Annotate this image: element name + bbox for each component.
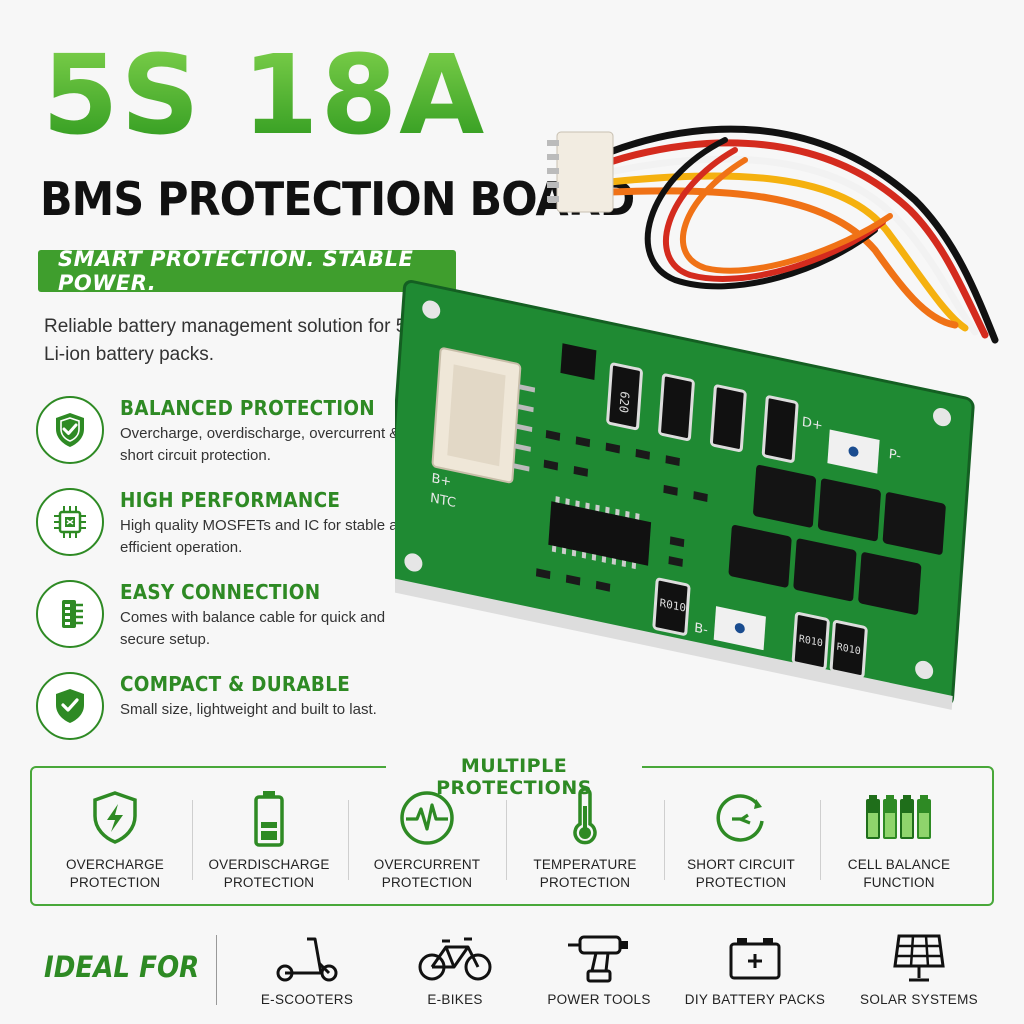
use-label: E-BIKES bbox=[427, 992, 483, 1007]
use-label: E-SCOOTERS bbox=[260, 992, 354, 1007]
shield-bolt-icon bbox=[40, 786, 190, 850]
shield-check-icon bbox=[36, 672, 104, 740]
feature-desc: High quality MOSFETs and IC for stable a… bbox=[120, 517, 415, 556]
feature-desc: Small size, lightweight and built to las… bbox=[120, 701, 377, 718]
feature-title: COMPACT & DURABLE bbox=[120, 672, 351, 696]
tagline-text: SMART PROTECTION. STABLE POWER. bbox=[58, 247, 414, 295]
divider bbox=[216, 935, 217, 1005]
shield-check-icon bbox=[36, 396, 104, 464]
resistor-label: R010 bbox=[836, 642, 861, 658]
chip-icon bbox=[36, 488, 104, 556]
battery-pack-icon bbox=[680, 930, 830, 986]
solar-panel-icon bbox=[844, 930, 994, 986]
silk-p-minus: P- bbox=[888, 447, 902, 464]
feature-compact-durable: COMPACT & DURABLE Small size, lightweigh… bbox=[36, 672, 416, 742]
ideal-for-label: IDEAL FOR bbox=[44, 950, 200, 984]
use-diy-battery-packs: DIY BATTERY PACKS bbox=[680, 930, 830, 1007]
balance-cable bbox=[606, 125, 999, 344]
use-label: POWER TOOLS bbox=[547, 992, 651, 1007]
use-e-bikes: E-BIKES bbox=[380, 930, 530, 1007]
cable-connector bbox=[547, 131, 614, 213]
use-label: SOLAR SYSTEMS bbox=[860, 992, 978, 1007]
bms-board-illustration: 620 R010 R010 R010 B+ NTC P- D+ B- bbox=[382, 110, 1024, 730]
feature-title: BALANCED PROTECTION bbox=[120, 396, 375, 420]
silk-b-minus: B- bbox=[694, 621, 709, 639]
connector-icon bbox=[36, 580, 104, 648]
use-power-tools: POWER TOOLS bbox=[524, 930, 674, 1007]
silk-ntc: NTC bbox=[430, 491, 457, 511]
intro-text: Reliable battery management solution for… bbox=[44, 316, 419, 365]
resistor-label: R010 bbox=[659, 596, 686, 614]
use-solar-systems: SOLAR SYSTEMS bbox=[844, 930, 994, 1007]
resistor-label: R010 bbox=[798, 634, 823, 650]
drill-icon bbox=[524, 930, 674, 986]
divider bbox=[664, 800, 665, 880]
feature-title: EASY CONNECTION bbox=[120, 580, 321, 604]
short-circuit-icon bbox=[666, 786, 816, 850]
pcb: 620 R010 R010 R010 B+ NTC P- D+ B- bbox=[382, 279, 975, 710]
use-label: DIY BATTERY PACKS bbox=[684, 992, 826, 1007]
feature-high-performance: HIGH PERFORMANCE High quality MOSFETs an… bbox=[36, 488, 416, 558]
feature-desc: Overcharge, overdischarge, overcurrent &… bbox=[120, 425, 400, 464]
feature-balanced-protection: BALANCED PROTECTION Overcharge, overdisc… bbox=[36, 396, 416, 466]
feature-easy-connection: EASY CONNECTION Comes with balance cable… bbox=[36, 580, 416, 650]
product-subtitle: BMS PROTECTION BOARD bbox=[40, 172, 635, 226]
protections-title: MULTIPLE PROTECTIONS bbox=[386, 755, 642, 799]
use-e-scooters: E-SCOOTERS bbox=[232, 930, 382, 1007]
divider bbox=[348, 800, 349, 880]
scooter-icon bbox=[232, 930, 382, 986]
main-title: 5S 18A bbox=[42, 31, 487, 159]
pulse-icon bbox=[352, 786, 502, 850]
feature-desc: Comes with balance cable for quick and s… bbox=[120, 609, 386, 648]
bicycle-icon bbox=[380, 930, 530, 986]
divider bbox=[506, 800, 507, 880]
resistor-label: 620 bbox=[616, 390, 631, 414]
silk-d-plus: D+ bbox=[801, 415, 823, 434]
divider bbox=[192, 800, 193, 880]
feature-title: HIGH PERFORMANCE bbox=[120, 488, 341, 512]
battery-low-icon bbox=[194, 786, 344, 850]
tagline-banner: SMART PROTECTION. STABLE POWER. bbox=[38, 247, 456, 295]
cell-balance-icon bbox=[824, 786, 974, 850]
thermometer-icon bbox=[510, 786, 660, 850]
divider bbox=[820, 800, 821, 880]
silk-b-plus: B+ bbox=[431, 471, 452, 490]
